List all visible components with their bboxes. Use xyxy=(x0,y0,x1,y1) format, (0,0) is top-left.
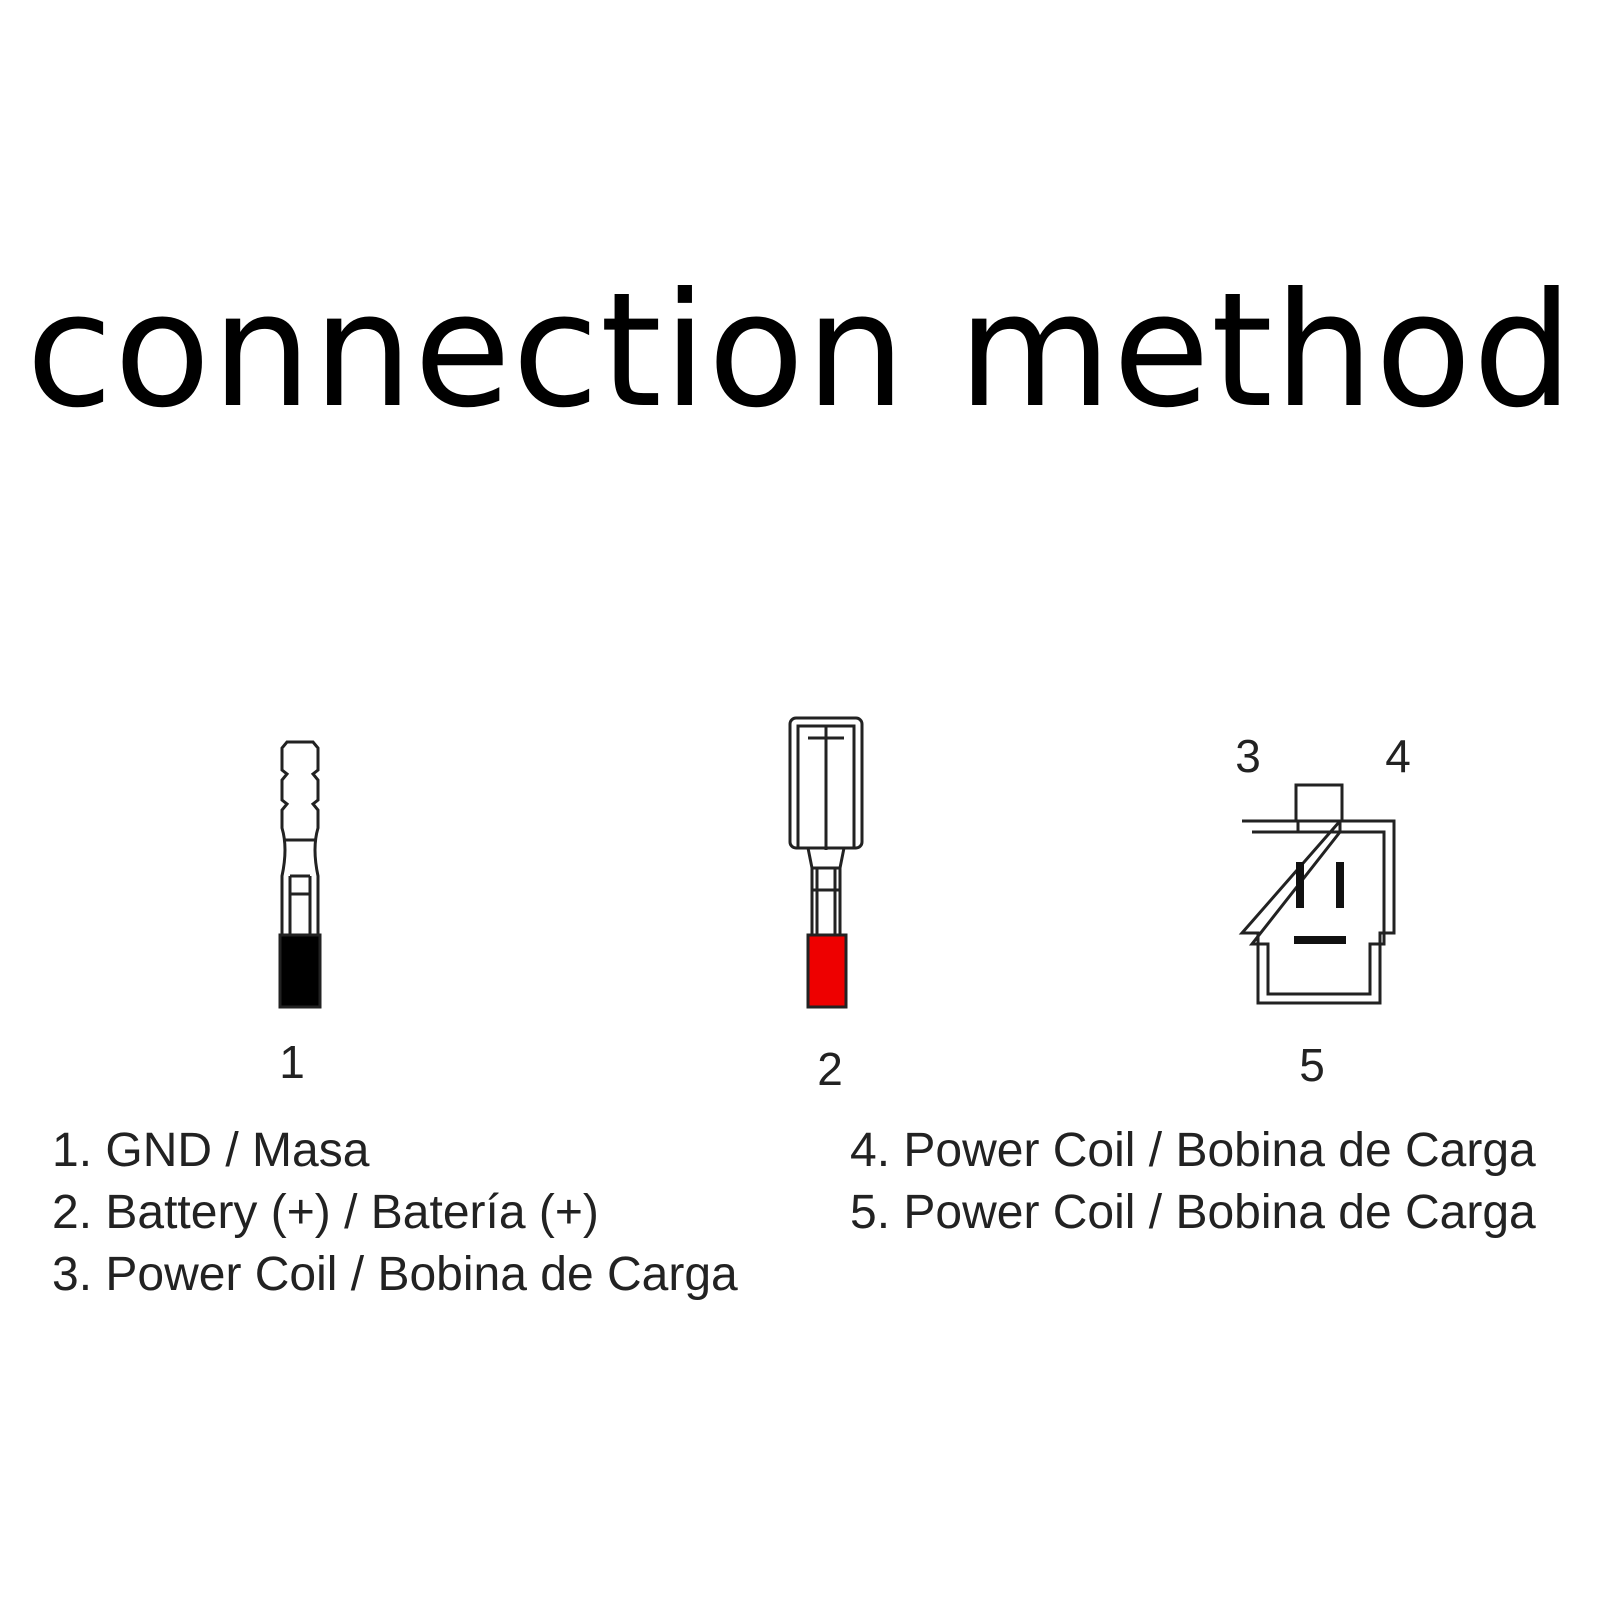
two-pin-housing-5 xyxy=(1238,783,1396,1005)
connector-number-5: 5 xyxy=(1299,1039,1325,1091)
black-wire xyxy=(278,933,322,1009)
legend-item: 1. GND / Masa xyxy=(52,1124,370,1177)
spade-connector-2 xyxy=(788,716,864,1009)
bullet-connector-1 xyxy=(278,740,322,1009)
legend-right: 4. Power Coil / Bobina de Carga 5. Power… xyxy=(850,1120,1536,1244)
pin-3-slot xyxy=(1296,862,1304,908)
legend-item: 3. Power Coil / Bobina de Carga xyxy=(52,1248,738,1301)
connector-number-1: 1 xyxy=(279,1036,305,1088)
legend-item: 2. Battery (+) / Batería (+) xyxy=(52,1186,599,1239)
pin-5-slot xyxy=(1294,936,1346,944)
pin-label-3: 3 xyxy=(1235,730,1261,782)
legend-item: 4. Power Coil / Bobina de Carga xyxy=(850,1124,1536,1177)
legend-left: 1. GND / Masa 2. Battery (+) / Batería (… xyxy=(52,1120,738,1306)
connector-number-2: 2 xyxy=(817,1043,843,1095)
red-wire xyxy=(806,933,848,1009)
page-title: connection method xyxy=(26,259,1574,443)
legend-item: 5. Power Coil / Bobina de Carga xyxy=(850,1186,1536,1239)
pin-4-slot xyxy=(1336,862,1344,908)
pin-label-4: 4 xyxy=(1385,730,1411,782)
